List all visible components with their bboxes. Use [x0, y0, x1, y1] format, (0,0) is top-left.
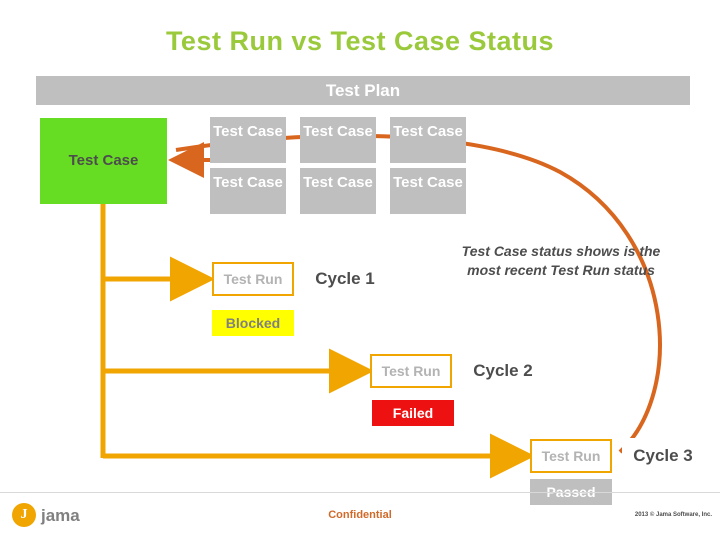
copyright-label: 2013 © Jama Software, Inc.: [634, 512, 712, 518]
status-badge-blocked: Blocked: [212, 310, 294, 336]
page-title: Test Run vs Test Case Status: [165, 26, 555, 56]
test-case-summary-label: Test Case: [68, 152, 139, 169]
annotation-text: Test Case status shows is the most recen…: [461, 243, 661, 278]
test-case-summary-box: Test Case: [40, 118, 167, 204]
test-plan-band: Test Plan: [36, 76, 690, 105]
status-badge-failed: Failed: [372, 400, 454, 426]
cycle-label-2: Cycle 2: [462, 353, 544, 389]
test-run-box-cycle-2[interactable]: Test Run: [370, 354, 452, 388]
test-case-cell[interactable]: Test Case: [300, 168, 376, 214]
test-run-box-cycle-3[interactable]: Test Run: [530, 439, 612, 473]
test-case-cell[interactable]: Test Case: [210, 168, 286, 214]
cycle-label-1: Cycle 1: [305, 261, 385, 297]
jama-logo-icon: J: [12, 503, 36, 527]
footer-divider: [0, 492, 720, 493]
test-case-cell[interactable]: Test Case: [390, 168, 466, 214]
confidential-label: Confidential: [328, 509, 392, 521]
test-case-cell[interactable]: Test Case: [300, 117, 376, 163]
test-case-cell[interactable]: Test Case: [210, 117, 286, 163]
test-case-cell[interactable]: Test Case: [390, 117, 466, 163]
test-plan-label: Test Plan: [325, 81, 401, 100]
test-run-box-cycle-1[interactable]: Test Run: [212, 262, 294, 296]
cycle-label-3: Cycle 3: [622, 438, 704, 474]
jama-logo-text: jama: [41, 506, 80, 525]
